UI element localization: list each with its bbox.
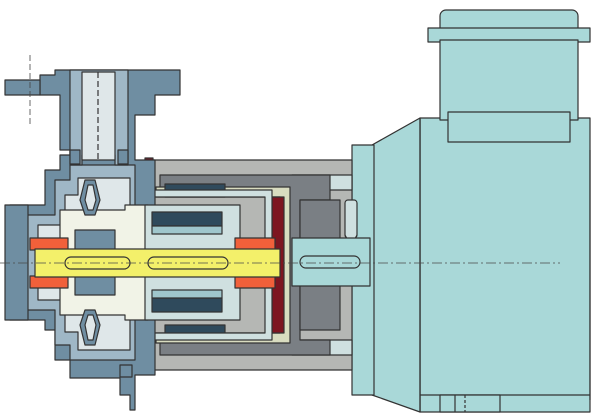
motor <box>351 117 591 413</box>
suction-flange <box>4 204 29 321</box>
motor-housing <box>419 117 591 413</box>
motor-shaft <box>291 237 371 287</box>
casing-details <box>69 149 133 378</box>
feet <box>439 394 501 413</box>
terminal-box <box>427 9 591 143</box>
motor-end-shield <box>371 117 421 413</box>
inner-magnets <box>151 211 223 313</box>
discharge-nozzle <box>69 69 129 166</box>
